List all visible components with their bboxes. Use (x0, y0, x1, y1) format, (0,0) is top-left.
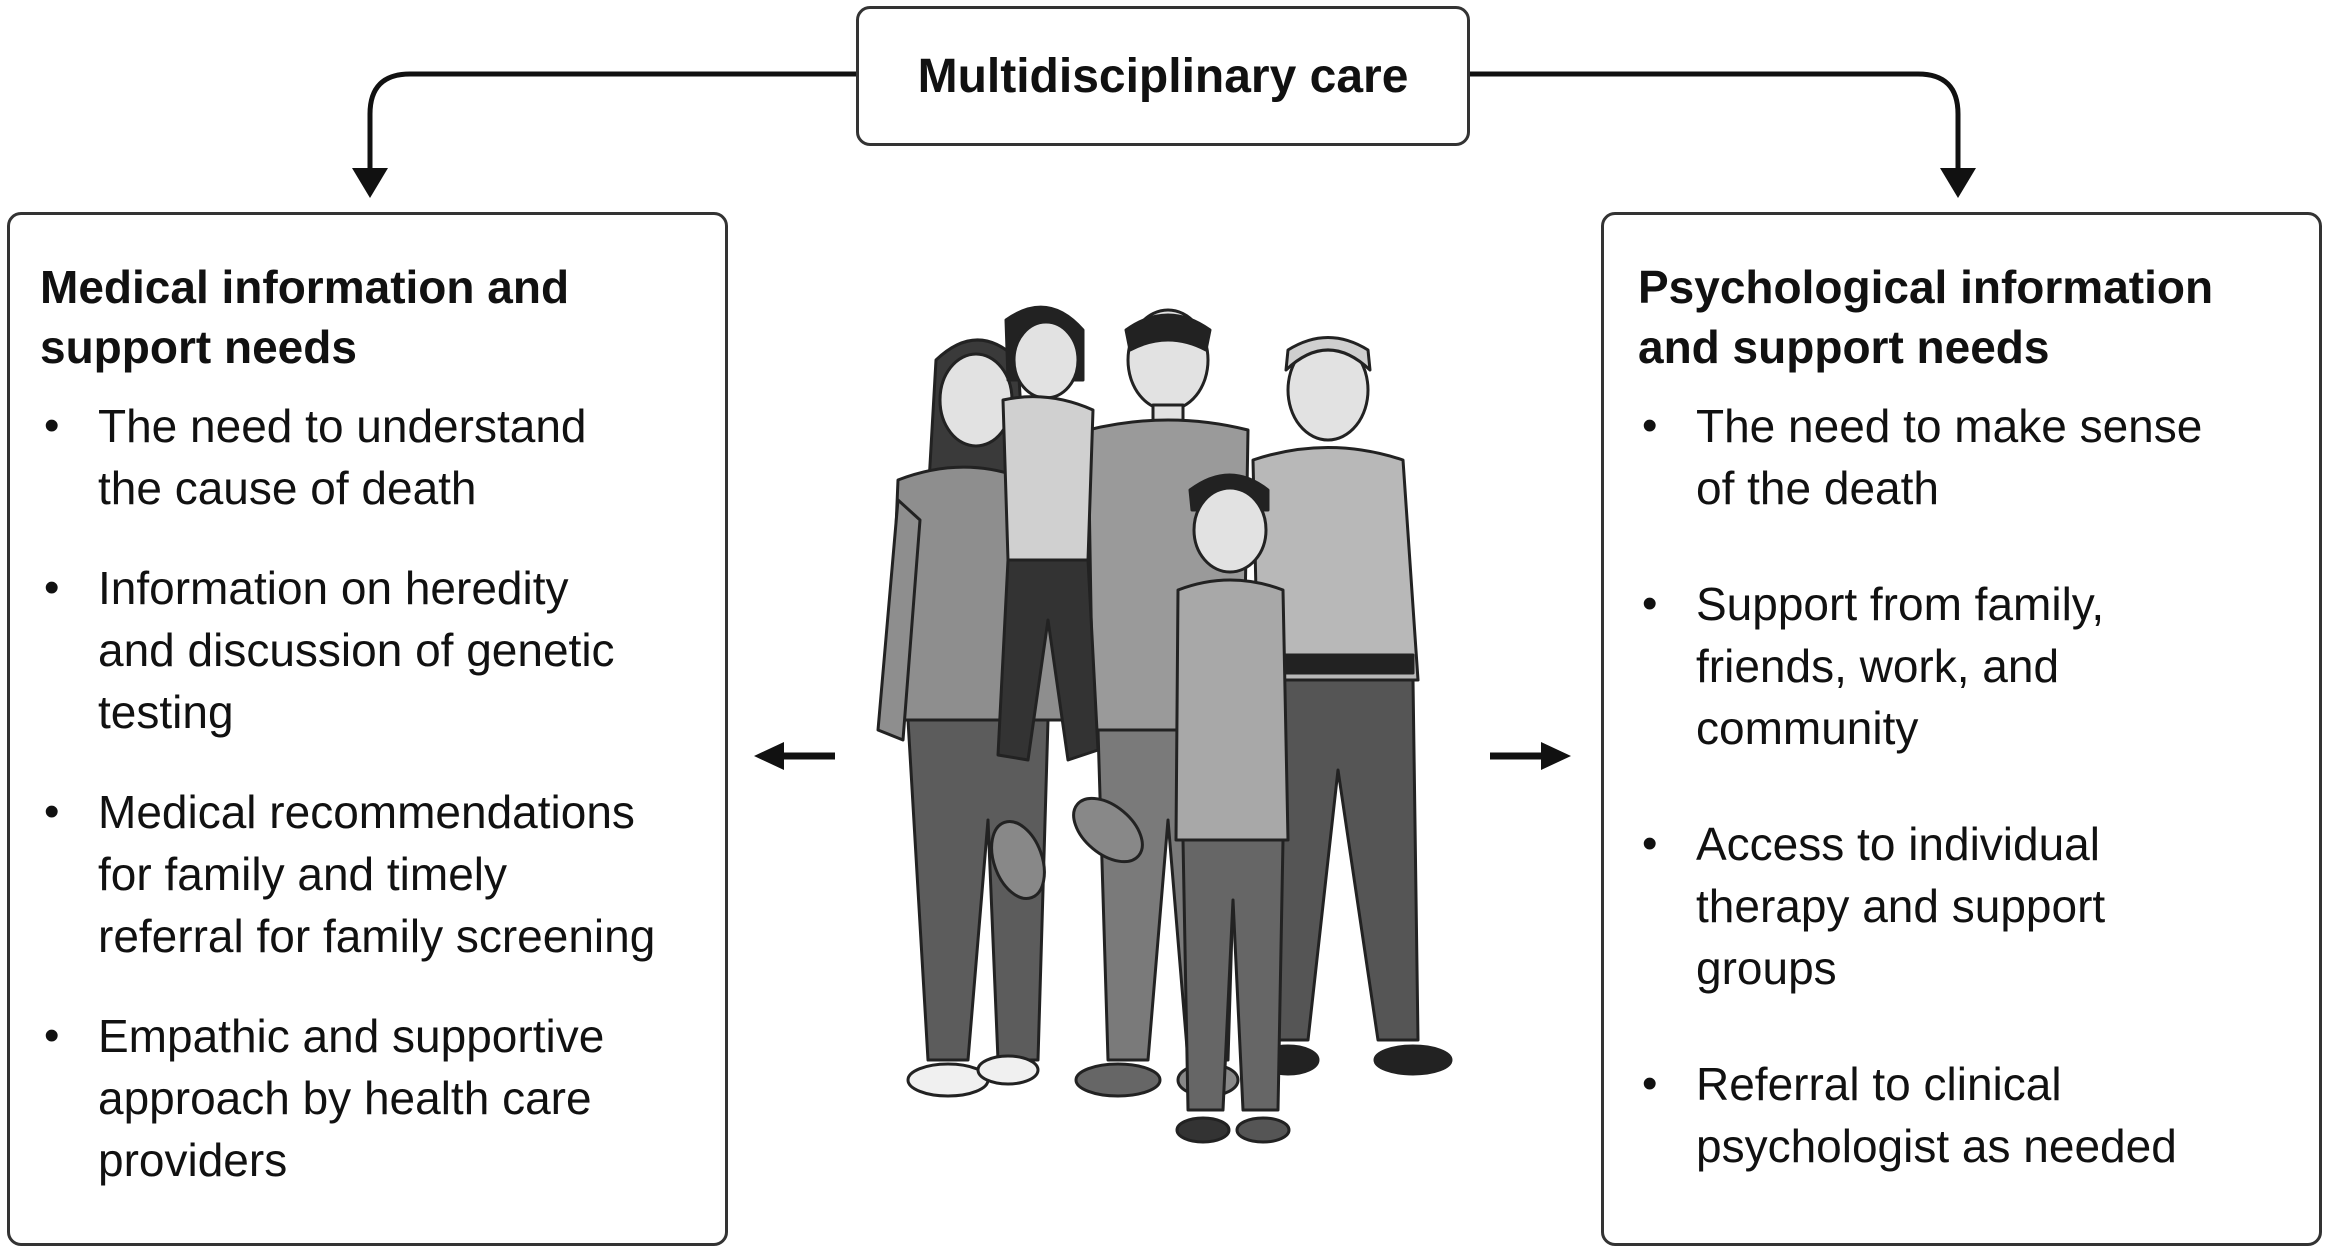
multidisciplinary-care-box: Multidisciplinary care (856, 6, 1470, 146)
item-line: therapy and support (1696, 880, 2106, 932)
medical-needs-list: The need to understand the cause of deat… (40, 395, 695, 1191)
medical-needs-panel: Medical information and support needs Th… (7, 212, 728, 1246)
family-illustration-icon (876, 305, 1453, 1144)
list-item: Empathic and supportive approach by heal… (40, 1005, 695, 1191)
item-line: friends, work, and (1696, 640, 2060, 692)
item-line: The need to understand (98, 400, 587, 452)
psychological-title-line1: Psychological information (1638, 261, 2214, 313)
item-line: testing (98, 686, 234, 738)
boy-figure-icon (1174, 473, 1291, 1144)
item-line: for family and timely (98, 848, 508, 900)
diagram-title: Multidisciplinary care (917, 49, 1409, 103)
older-man-figure-icon (1251, 336, 1453, 1076)
list-item: The need to make sense of the death (1638, 395, 2289, 519)
medical-title-line2: support needs (40, 321, 357, 373)
item-line: approach by health care (98, 1072, 592, 1124)
list-item: Information on heredity and discussion o… (40, 557, 695, 743)
psychological-needs-list: The need to make sense of the death Supp… (1638, 395, 2289, 1177)
arrow-to-medical-panel (367, 71, 856, 180)
medical-title-line1: Medical information and (40, 261, 570, 313)
list-item: Support from family, friends, work, and … (1638, 573, 2289, 759)
arrowhead-left (754, 742, 784, 770)
arrowhead-right-down (1940, 168, 1976, 198)
list-item: Referral to clinical psychologist as nee… (1638, 1053, 2289, 1177)
item-line: groups (1696, 942, 1837, 994)
item-line: of the death (1696, 462, 1939, 514)
item-line: Access to individual (1696, 818, 2100, 870)
item-line: referral for family screening (98, 910, 656, 962)
item-line: psychologist as needed (1696, 1120, 2177, 1172)
item-line: Referral to clinical (1696, 1058, 2062, 1110)
item-line: Support from family, (1696, 578, 2105, 630)
list-item: The need to understand the cause of deat… (40, 395, 695, 519)
item-line: The need to make sense (1696, 400, 2203, 452)
psychological-needs-panel: Psychological information and support ne… (1601, 212, 2322, 1246)
item-line: community (1696, 702, 1919, 754)
girl-figure-icon (990, 305, 1144, 900)
psychological-title-line2: and support needs (1638, 321, 2050, 373)
arrowhead-right (1541, 742, 1571, 770)
medical-panel-title: Medical information and support needs (40, 257, 695, 377)
item-line: and discussion of genetic (98, 624, 615, 676)
item-line: the cause of death (98, 462, 477, 514)
item-line: Empathic and supportive (98, 1010, 605, 1062)
psychological-panel-title: Psychological information and support ne… (1638, 257, 2289, 377)
list-item: Access to individual therapy and support… (1638, 813, 2289, 999)
item-line: Medical recommendations (98, 786, 635, 838)
arrowhead-left-down (352, 168, 388, 198)
item-line: providers (98, 1134, 288, 1186)
item-line: Information on heredity (98, 562, 569, 614)
arrow-to-psychological-panel (1470, 71, 1961, 180)
list-item: Medical recommendations for family and t… (40, 781, 695, 967)
